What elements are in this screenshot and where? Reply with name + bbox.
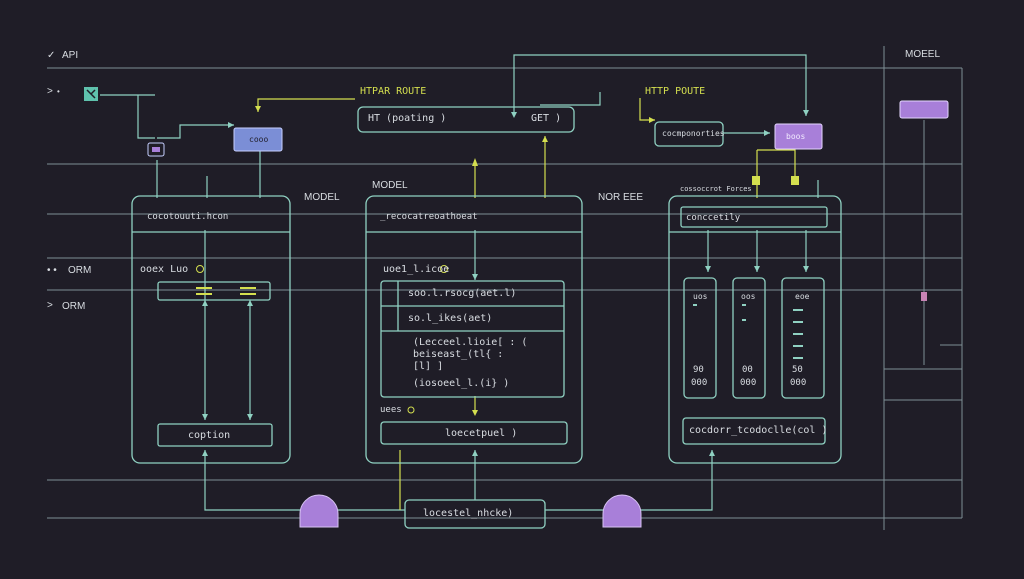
orm-label-bottom: ORM xyxy=(62,301,86,312)
connector xyxy=(757,149,796,185)
blue-box xyxy=(233,127,283,152)
connector xyxy=(157,124,234,139)
bottom-box xyxy=(404,499,546,529)
dot-icon: • xyxy=(57,87,60,96)
connector xyxy=(137,95,155,139)
left-panel-title: cocotouuti.hcon xyxy=(147,212,229,222)
left-panel-footer[interactable]: coption xyxy=(188,430,231,441)
blue-box-label[interactable]: cooo xyxy=(249,135,269,144)
route-box-get[interactable]: GET ) xyxy=(531,113,562,124)
right-col-label-3: eoe xyxy=(795,292,810,301)
dome-right xyxy=(602,494,642,528)
model-right-label: NOR EEE xyxy=(598,192,644,203)
left-panel xyxy=(131,195,291,464)
connector xyxy=(513,54,807,116)
center-panel xyxy=(365,195,583,464)
top-right-purple-box xyxy=(899,100,949,119)
purple-box xyxy=(774,123,823,150)
dots-icon: • • xyxy=(47,265,57,276)
right-col-value: 50 xyxy=(792,365,803,375)
center-panel-badge: uoe1_l.icoe xyxy=(383,264,450,275)
dome-left xyxy=(299,494,339,528)
code-line-1: (Lecceel.lioie[ : ( xyxy=(413,337,528,348)
left-panel-badge: ooex Luo xyxy=(140,264,189,275)
compo-box xyxy=(654,121,724,147)
http-route-left-label: HTPAR ROUTE xyxy=(360,86,427,97)
center-footer[interactable]: loecetpuel ) xyxy=(445,428,518,439)
center-row-2[interactable]: so.l_ikes(aet) xyxy=(408,313,493,324)
model-center-label: MODEL xyxy=(372,180,408,191)
chevron-down-icon[interactable]: ✓ xyxy=(47,50,56,61)
connector xyxy=(540,92,601,106)
connector xyxy=(640,450,713,511)
route-box xyxy=(357,106,575,133)
connector xyxy=(639,98,655,121)
code-line-3: [l] ] xyxy=(413,361,444,372)
small-node xyxy=(147,142,165,157)
right-col-value: 000 xyxy=(790,378,807,388)
center-panel-title: _recocatreoathoeat xyxy=(380,212,478,222)
orm-label-top: ORM xyxy=(68,265,92,276)
connector xyxy=(204,450,300,511)
center-footer-badge: uees xyxy=(380,405,402,415)
model-top-right-label: MOEEL xyxy=(905,49,941,60)
connector xyxy=(257,98,355,112)
api-label: API xyxy=(62,50,79,61)
purple-box-label[interactable]: boos xyxy=(786,132,806,141)
model-left-label: MODEL xyxy=(304,192,340,203)
right-col-value: 90 xyxy=(693,365,704,375)
right-col-label-2: oos xyxy=(741,292,756,301)
bottom-box-label[interactable]: locestel_nhcke) xyxy=(423,508,514,519)
code-line-2: beiseast_(tl{ : xyxy=(413,349,504,360)
http-route-right-label: HTTP POUTE xyxy=(645,86,706,97)
center-row-1[interactable]: soo.l.rsocg(aet.l) xyxy=(408,288,517,299)
chevron-right-icon[interactable]: > xyxy=(47,300,53,311)
right-col-value: 000 xyxy=(691,378,708,388)
right-footer[interactable]: cocdorr_tcodoclle(col ) xyxy=(689,425,828,436)
right-col-value: 00 xyxy=(742,365,753,375)
right-panel-title: conccetily xyxy=(686,213,741,223)
chevron-right-icon[interactable]: > xyxy=(47,86,53,97)
compo-box-label[interactable]: cocmponorties xyxy=(662,129,725,138)
right-col-value: 000 xyxy=(740,378,757,388)
right-col-label-1: uos xyxy=(693,292,708,301)
route-box-label[interactable]: HT (poating ) xyxy=(368,113,447,124)
code-line-4: (iosoeel_l.(i} ) xyxy=(413,378,510,389)
model-right-small-label: cossoccrot Forces xyxy=(680,185,752,193)
right-panel xyxy=(668,195,842,464)
